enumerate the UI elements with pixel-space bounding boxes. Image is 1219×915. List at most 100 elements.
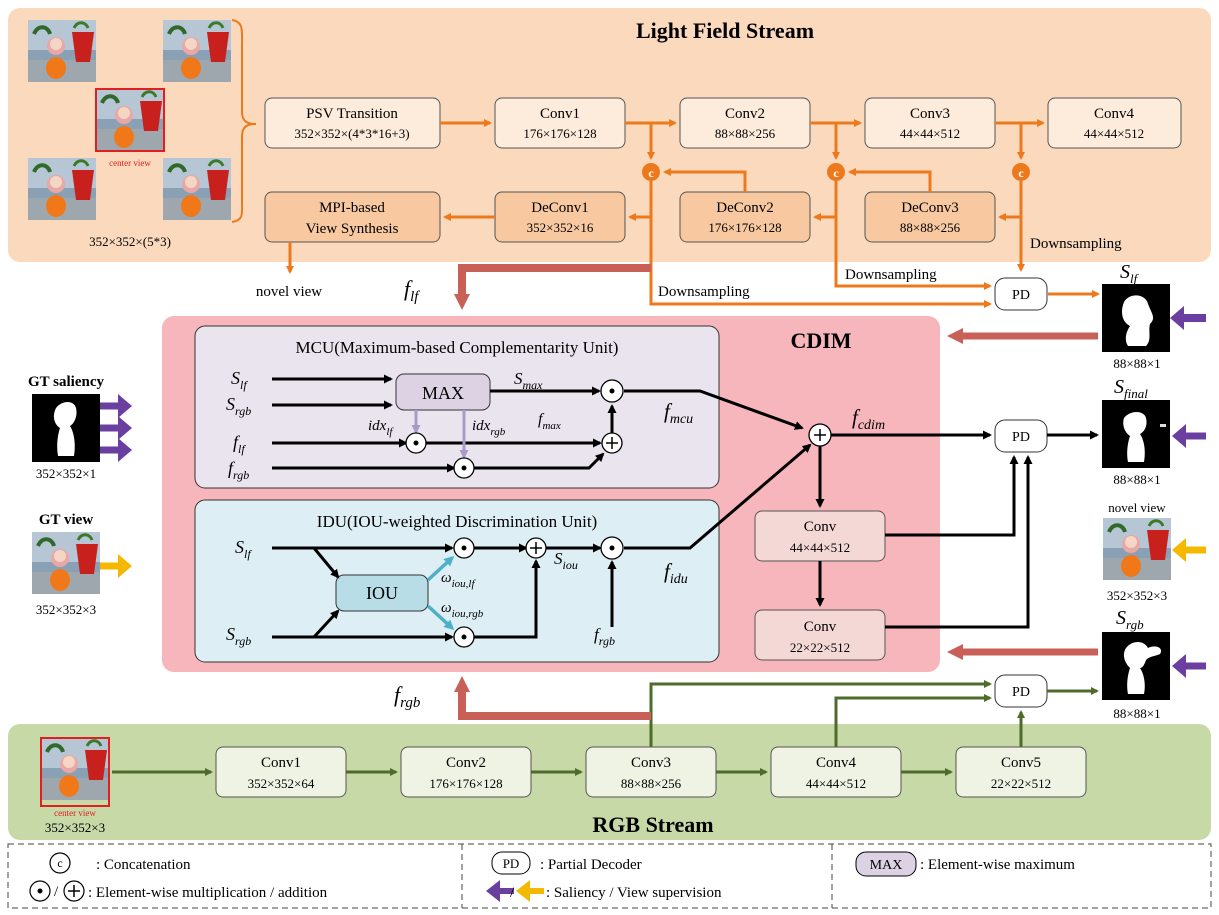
rgb-conv1-dim: 352×352×64	[248, 776, 315, 791]
legend-pd-text: : Partial Decoder	[540, 857, 642, 873]
rgb-input-image	[39, 736, 111, 802]
cdim-conv-b-dim: 22×22×512	[790, 640, 850, 655]
legend: c : Concatenation / : Element-wise multi…	[7, 843, 1212, 909]
lf-input-views	[26, 18, 233, 222]
rgb-conv4-dim: 44×44×512	[806, 776, 866, 791]
rgb-stream-title: RGB Stream	[592, 812, 713, 837]
idu-arrows	[272, 443, 812, 642]
lf-deconv3-title: DeConv3	[901, 200, 959, 216]
cdim-conv-a-dim: 44×44×512	[790, 540, 850, 555]
legend-max-symbol	[855, 851, 917, 877]
cdim-add-node	[808, 423, 832, 447]
rgb-conv4-title: Conv4	[816, 755, 857, 771]
pd-rgb-box: PD	[994, 674, 1048, 708]
idu-s-rgb: Srgb	[226, 624, 251, 648]
idu-s-iou: Siou	[554, 549, 578, 572]
pd-lf-label: PD	[1012, 288, 1030, 303]
cdim-conv-b-box: Conv 22×22×512	[754, 609, 886, 661]
s-rgb-label: Srgb	[1116, 607, 1144, 632]
rgb-conv3-dim: 88×88×256	[621, 776, 682, 791]
f-rgb-thick-arrow	[454, 676, 651, 720]
s-lf-label: Slf	[1120, 261, 1140, 286]
mcu-f-mcu: fmcu	[664, 399, 693, 427]
rgb-conv3-box: Conv3 88×88×256	[585, 746, 717, 798]
lf-conv2-dim: 88×88×256	[715, 126, 776, 141]
lf-conv2-box: Conv2 88×88×256	[679, 97, 811, 149]
s-final-purple-arrow	[1172, 424, 1206, 448]
iou-box: IOU	[335, 574, 429, 612]
legend-saliency-arrow	[486, 880, 500, 902]
pd-lf-box: PD	[994, 277, 1048, 311]
mpi-line1: MPI-based	[319, 200, 385, 216]
mcu-index-arrows	[411, 410, 469, 459]
mcu-idx-lf: idxlf	[368, 418, 394, 438]
s-lf-purple-head	[1170, 306, 1184, 330]
lf-conv3-dim: 44×44×512	[900, 126, 960, 141]
f-lf-thick-arrow	[454, 264, 651, 310]
novel-view-result-label: novel view	[1108, 500, 1166, 515]
f-lf-label: flf	[404, 276, 420, 305]
psv-transition-box: PSV Transition 352×352×(4*3*16+3)	[264, 97, 441, 149]
gt-saliency-arrows	[100, 394, 132, 462]
cdim-conv-a-title: Conv	[804, 519, 837, 535]
idu-omega-rgb: ωiou,rgb	[441, 600, 484, 620]
novel-view-yellow-arrow	[1172, 538, 1206, 562]
rgb-arrows	[112, 680, 1099, 776]
mpi-view-synthesis-box: MPI-based View Synthesis	[264, 191, 441, 243]
s-rgb-dim: 88×88×1	[1113, 706, 1160, 721]
lf-deconv1-box: DeConv1 352×352×16	[494, 191, 626, 243]
mcu-s-lf: Slf	[231, 368, 248, 392]
idu-panel	[194, 499, 720, 663]
legend-concat-glyph: c	[57, 856, 62, 870]
rgb-conv3-title: Conv3	[631, 755, 671, 771]
legend-concat-symbol	[49, 852, 71, 874]
gt-view-label: GT view	[39, 512, 93, 528]
s-rgb-mask-image	[1102, 632, 1170, 700]
psv-title: PSV Transition	[306, 106, 398, 122]
cdim-conv-a-box: Conv 44×44×512	[754, 510, 886, 562]
max-box: MAX	[395, 373, 491, 411]
max-label: MAX	[422, 383, 464, 403]
idu-omega-lf: ωiou,lf	[441, 570, 476, 590]
s-final-mask-image	[1102, 400, 1170, 468]
rgb-conv4-box: Conv4 44×44×512	[770, 746, 902, 798]
legend-max-text: : Element-wise maximum	[920, 857, 1075, 873]
s-final-dim: 88×88×1	[1113, 472, 1160, 487]
lf-deconv3-box: DeConv3 88×88×256	[864, 191, 996, 243]
gt-view-image	[30, 530, 102, 596]
pd-rgb-label: PD	[1012, 685, 1030, 700]
lf-conv1-title: Conv1	[540, 106, 580, 122]
lf-deconv3-dim: 88×88×256	[900, 220, 961, 235]
mcu-s-max: Smax	[514, 369, 543, 392]
pd-final-label: PD	[1012, 430, 1030, 445]
lf-conv1-dim: 176×176×128	[523, 126, 596, 141]
legend-mult-add-text: : Element-wise multiplication / addition	[88, 885, 328, 901]
gt-saliency-dim: 352×352×1	[36, 466, 96, 481]
rgb-conv1-box: Conv1 352×352×64	[215, 746, 347, 798]
s-final-label: Sfinal	[1114, 376, 1148, 401]
lf-conv2-title: Conv2	[725, 106, 765, 122]
rgb-conv1-title: Conv1	[261, 755, 301, 771]
rgb-conv5-dim: 22×22×512	[991, 776, 1051, 791]
f-cdim-label: fcdim	[852, 405, 885, 433]
idu-title: IDU(IOU-weighted Discrimination Unit)	[317, 512, 597, 531]
s-rgb-purple-arrow	[1172, 654, 1206, 678]
rgb-conv5-box: Conv5 22×22×512	[955, 746, 1087, 798]
rgb-input-frame	[40, 737, 110, 807]
mcu-f-lf: flf	[233, 432, 246, 456]
cdim-title: CDIM	[790, 328, 851, 353]
legend-pd-glyph: PD	[503, 856, 520, 871]
legend-mult-dot	[37, 888, 43, 894]
lf-deconv1-title: DeConv1	[531, 200, 589, 216]
legend-concat-text: : Concatenation	[96, 857, 191, 873]
lf-conv4-title: Conv4	[1094, 106, 1135, 122]
legend-max-glyph: MAX	[870, 858, 903, 873]
gt-view-dim: 352×352×3	[36, 602, 96, 617]
lf-deconv2-title: DeConv2	[716, 200, 774, 216]
idu-f-rgb: frgb	[594, 625, 615, 648]
novel-view-output-label: novel view	[256, 284, 322, 300]
novel-view-result-dim: 352×352×3	[1107, 588, 1167, 603]
idu-f-idu: fidu	[664, 559, 688, 587]
mpi-line2: View Synthesis	[306, 221, 399, 237]
